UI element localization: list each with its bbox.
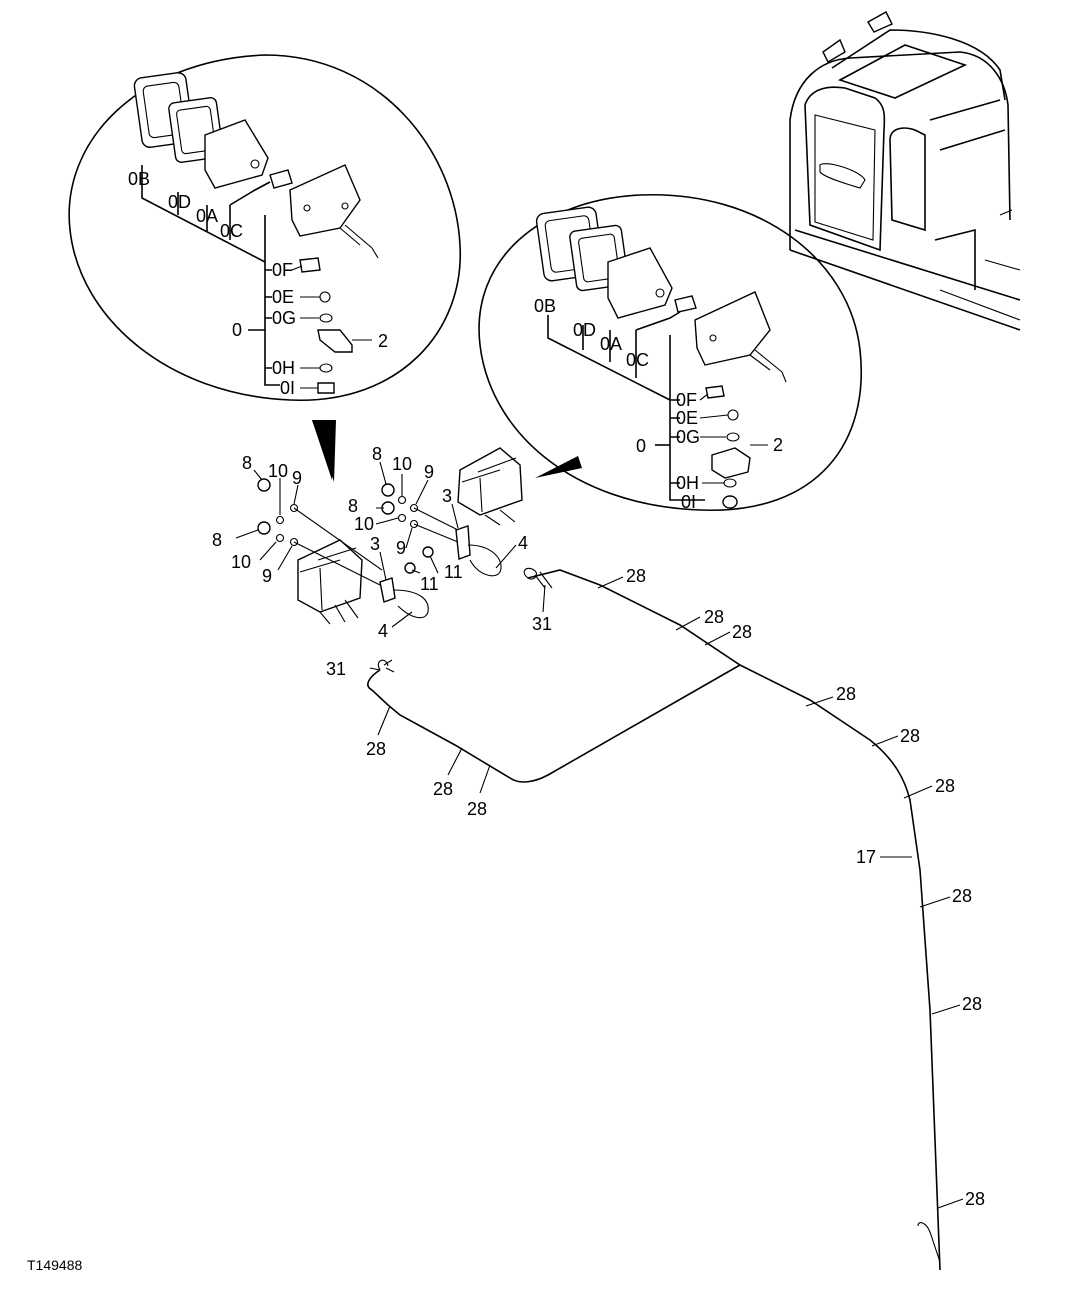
left-label-0B: 0B bbox=[128, 169, 150, 189]
callout-11-a: 11 bbox=[420, 574, 439, 594]
left-label-0A: 0A bbox=[196, 206, 218, 226]
left-label-0G: 0G bbox=[272, 308, 296, 328]
callout-8-c: 8 bbox=[372, 444, 382, 464]
callout-31-left: 31 bbox=[326, 659, 346, 679]
callout-31-right: 31 bbox=[532, 614, 552, 634]
left-detail-bubble: 0B 0D 0A 0C 0F 0E 0G 0 2 0H 0I bbox=[68, 54, 461, 482]
callout-28-5: 28 bbox=[900, 726, 920, 746]
left-label-0F: 0F bbox=[272, 260, 293, 280]
callout-28-4: 28 bbox=[836, 684, 856, 704]
callout-9-d: 9 bbox=[396, 538, 406, 558]
callout-28-3: 28 bbox=[732, 622, 752, 642]
callout-28-2: 28 bbox=[704, 607, 724, 627]
callout-8-d: 8 bbox=[348, 496, 358, 516]
left-label-0H: 0H bbox=[272, 358, 295, 378]
left-label-0I: 0I bbox=[280, 378, 295, 398]
hardware bbox=[257, 478, 459, 586]
callout-28-11: 28 bbox=[433, 779, 453, 799]
right-label-2: 2 bbox=[773, 435, 783, 455]
callout-11-b: 11 bbox=[444, 562, 463, 582]
callout-28-7: 28 bbox=[952, 886, 972, 906]
callout-10-d: 10 bbox=[354, 514, 374, 534]
right-label-0B: 0B bbox=[534, 296, 556, 316]
callout-10-b: 10 bbox=[231, 552, 251, 572]
callout-9-c: 9 bbox=[424, 462, 434, 482]
figure-id: T149488 bbox=[27, 1257, 82, 1273]
left-label-0D: 0D bbox=[168, 192, 191, 212]
callout-28-9: 28 bbox=[965, 1189, 985, 1209]
callout-28-10: 28 bbox=[366, 739, 386, 759]
right-label-0H: 0H bbox=[676, 473, 699, 493]
left-label-0E: 0E bbox=[272, 287, 294, 307]
right-label-0C: 0C bbox=[626, 350, 649, 370]
excavator-cab-illustration bbox=[789, 11, 1021, 331]
callout-28-1: 28 bbox=[626, 566, 646, 586]
callout-28-6: 28 bbox=[935, 776, 955, 796]
right-work-light bbox=[455, 447, 523, 577]
callout-10-a: 10 bbox=[268, 461, 288, 481]
callout-3-right: 3 bbox=[442, 486, 452, 506]
right-label-0E: 0E bbox=[676, 408, 698, 428]
callout-10-c: 10 bbox=[392, 454, 412, 474]
callout-4-left: 4 bbox=[378, 621, 388, 641]
right-label-0I: 0I bbox=[681, 492, 696, 512]
callout-4-right: 4 bbox=[518, 533, 528, 553]
left-label-2: 2 bbox=[378, 331, 388, 351]
wiring-harness bbox=[367, 567, 941, 1271]
left-work-light bbox=[297, 539, 429, 625]
left-label-0: 0 bbox=[232, 320, 242, 340]
callout-8-b: 8 bbox=[212, 530, 222, 550]
right-label-0: 0 bbox=[636, 436, 646, 456]
right-detail-bubble: 0B 0D 0A 0C 0F 0E 0G 0 2 0H 0I bbox=[478, 194, 862, 512]
callout-28-12: 28 bbox=[467, 799, 487, 819]
callout-8-a: 8 bbox=[242, 453, 252, 473]
right-label-0D: 0D bbox=[573, 320, 596, 340]
callout-17: 17 bbox=[856, 847, 876, 867]
right-label-0A: 0A bbox=[600, 334, 622, 354]
callout-9-a: 9 bbox=[292, 468, 302, 488]
right-label-0G: 0G bbox=[676, 427, 700, 447]
left-label-0C: 0C bbox=[220, 221, 243, 241]
callout-28-8: 28 bbox=[962, 994, 982, 1014]
callout-9-b: 9 bbox=[262, 566, 272, 586]
right-label-0F: 0F bbox=[676, 390, 697, 410]
callout-3-left: 3 bbox=[370, 534, 380, 554]
